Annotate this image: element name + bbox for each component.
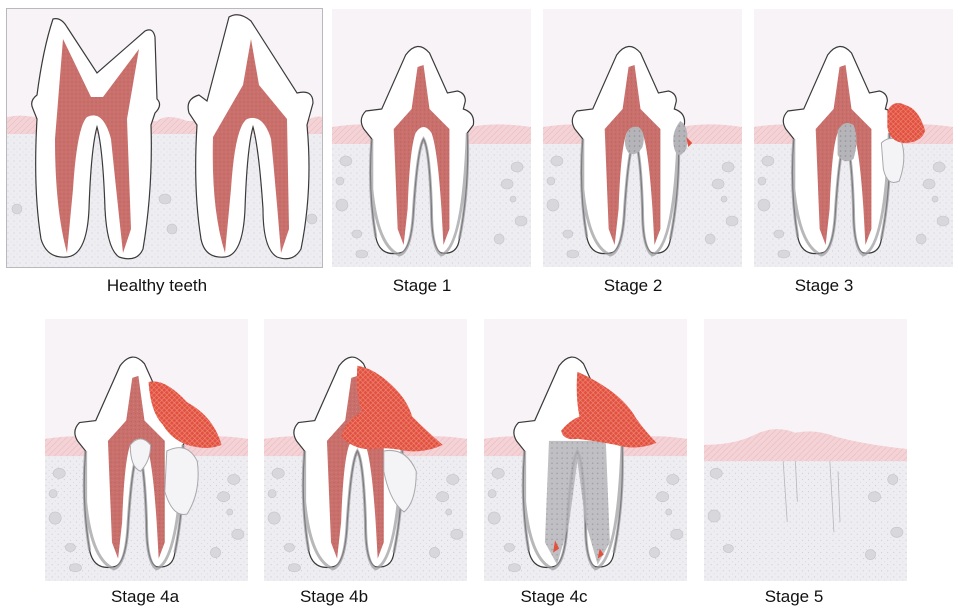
panel-stage-3 [754,9,953,267]
stage-2-illustration [543,9,742,267]
bacteria-spot-icon [686,137,693,147]
panel-stage-4a [45,319,248,581]
panel-stage-4b [264,319,467,581]
panel-stage-2 [543,9,742,267]
panel-healthy [6,8,323,268]
caption-stage-1: Stage 1 [392,276,452,295]
panel-stage-1 [332,9,531,267]
stage-5-illustration [704,319,907,581]
bacteria-cluster-icon [887,103,926,143]
bacteria-cluster-icon [148,381,222,448]
bacteria-cluster-icon [341,365,443,452]
caption-stage-5: Stage 5 [764,587,824,606]
stage-3-illustration [754,9,953,267]
caption-healthy: Healthy teeth [106,276,208,295]
caption-stage-4c: Stage 4c [520,587,588,606]
stage-4a-illustration [45,319,248,581]
debris-icon [624,126,644,155]
caption-stage-2: Stage 2 [603,276,663,295]
healthy-teeth-illustration [7,9,322,267]
caption-stage-4b: Stage 4b [299,587,369,606]
stage-4b-illustration [264,319,467,581]
caption-stage-3: Stage 3 [794,276,854,295]
caption-stage-4a: Stage 4a [110,587,180,606]
panel-stage-4c [484,319,687,581]
stage-1-illustration [332,9,531,267]
stage-4c-illustration [484,319,687,581]
bacteria-cluster-icon [561,371,657,448]
panel-stage-5 [704,319,907,581]
